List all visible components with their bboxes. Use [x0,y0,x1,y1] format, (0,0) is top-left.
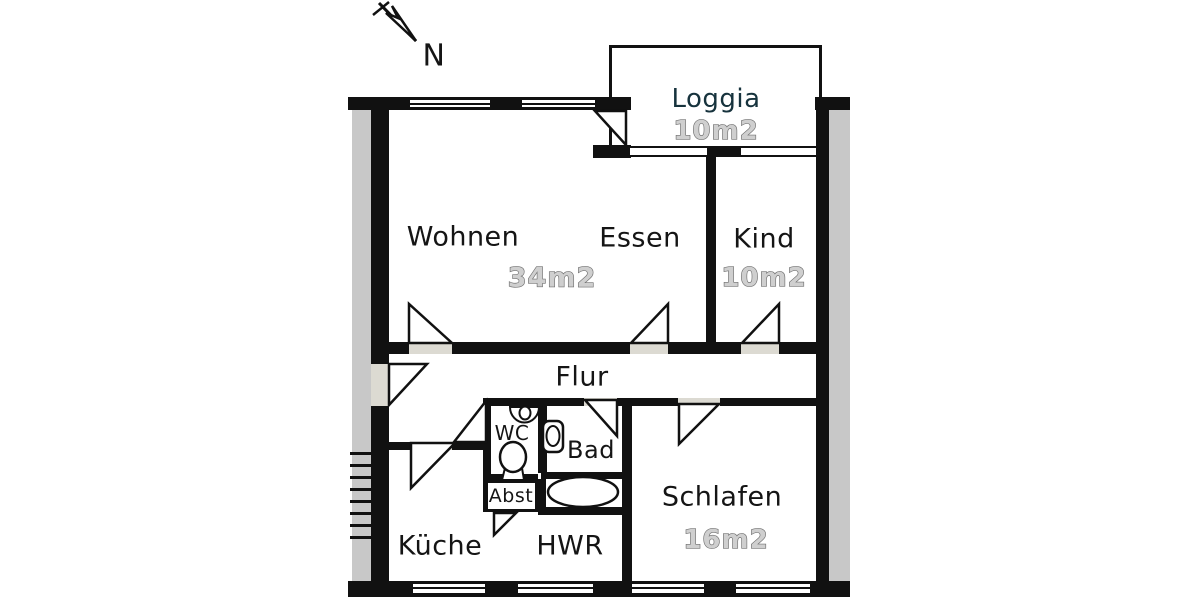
bad-sink-basin-icon [545,425,561,447]
window-glass-line [632,587,704,589]
door-threshold [741,342,779,354]
wall [348,97,410,110]
wall [371,342,409,354]
wall [816,97,829,583]
window [518,584,593,593]
window [736,584,810,593]
wall [668,342,741,354]
kind-door-swing [739,300,781,345]
abst-door-swing [492,511,520,539]
door-threshold [409,342,452,354]
window [632,584,704,593]
wall [706,156,716,343]
north-arrow-tail [372,1,390,16]
window-glass-line [413,587,485,589]
wall [617,398,678,406]
room-label-essen: Essen [599,222,681,254]
room-label-schlafen: Schlafen [661,481,783,513]
stair-tread [350,452,375,455]
room-area-loggia: 10m2 [673,115,759,146]
wall [541,472,631,479]
wall [385,442,410,450]
stair-tread [350,500,375,503]
room-area-wohnen: 34m2 [507,262,597,294]
stair-tread [350,536,375,539]
room-label-kueche: Küche [397,530,483,562]
wall [622,398,632,583]
wall [593,145,631,158]
window [413,584,485,593]
window [630,146,816,157]
door-threshold [630,342,668,354]
compass-label: N [422,38,446,74]
room-label-hwr: HWR [536,530,604,562]
bad-door-swing [582,398,619,440]
window-glass-line [518,587,593,589]
essen-door-swing [628,300,670,345]
bathtub-icon [546,475,620,509]
loggia-door-swing [592,109,628,149]
window [410,97,595,110]
room-label-wc: WC [494,421,530,445]
room-label-abst: Abst [488,485,534,507]
stair-tread [350,464,375,467]
wall [452,442,490,450]
wall [779,342,829,354]
wall [371,108,389,364]
wall [483,398,491,512]
room-label-wohnen: Wohnen [406,221,520,253]
kueche-door-swing [409,441,458,492]
window-pier [707,146,741,157]
stair-tread [350,524,375,527]
abst-closet-box [485,480,538,512]
wohnen-door-swing [407,301,456,345]
wall [371,406,389,583]
entry-threshold [371,364,389,406]
room-label-bad: Bad [567,436,615,464]
stair-tread [350,512,375,515]
wall [595,97,631,110]
kueche-corner-door-swing [451,397,488,444]
room-label-flur: Flur [555,361,609,393]
room-label-kind: Kind [733,223,795,255]
north-arrow-head-icon [385,5,418,42]
wall [452,342,630,354]
room-area-kind: 10m2 [721,262,807,293]
wall [720,398,829,406]
wall [485,398,584,406]
window-pier [490,97,522,110]
wc-toilet-icon [498,440,528,474]
adjacent-building-right [829,110,850,583]
wall [541,507,631,515]
window-glass-line [736,587,810,589]
stair-tread [350,488,375,491]
wc-sink-basin-icon [518,405,532,421]
entry-door-swing [387,362,430,409]
schlafen-door-swing [677,402,723,448]
room-label-loggia: Loggia [671,84,761,114]
room-area-schlafen: 16m2 [683,524,769,555]
wall [538,479,546,515]
stair-tread [350,476,375,479]
door-threshold [678,398,720,406]
